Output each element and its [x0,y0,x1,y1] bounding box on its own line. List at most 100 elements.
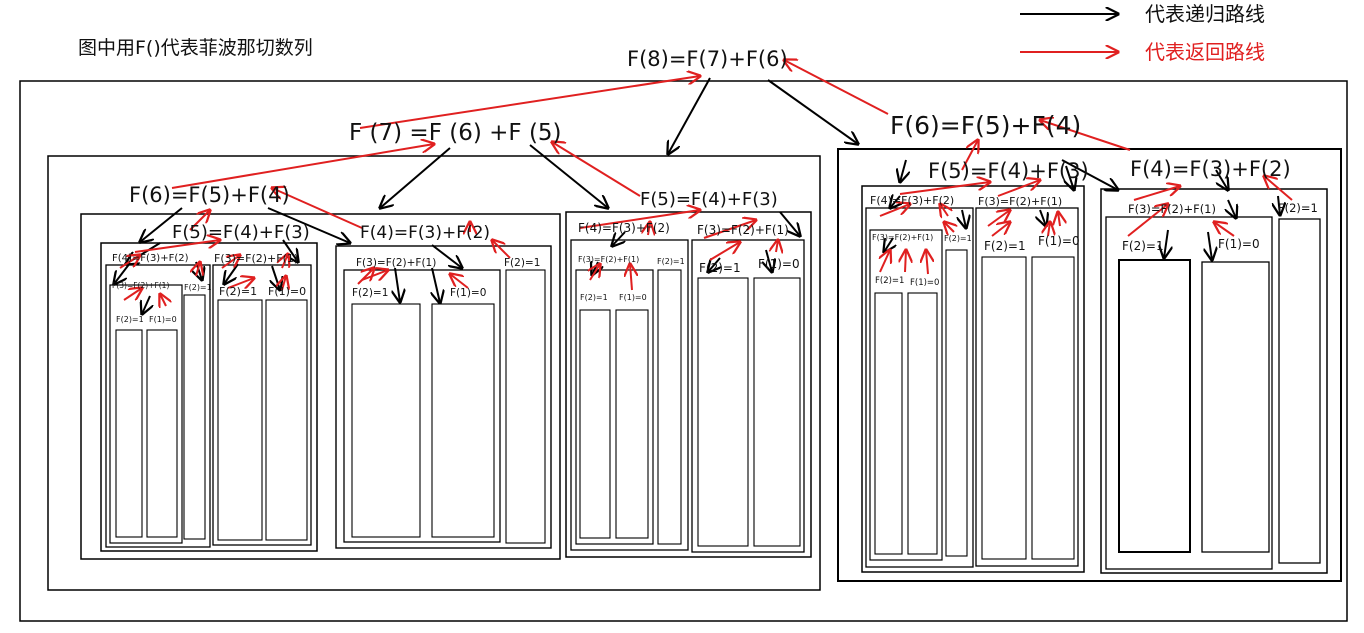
return-arrow [1264,176,1293,201]
return-arrow [630,264,632,291]
node-f4-e: F(4)=F(3)+F(2) [1130,157,1291,181]
return-arrow [450,274,469,289]
node-f2-g: F(2)=1 [984,239,1026,253]
node-f3-d: F(3)=F(2)+F(1) [578,255,639,264]
recursion-arrow [1228,199,1236,218]
box-f4-a [105,264,211,548]
return-arrow [879,204,910,217]
box-f2-f2 [945,249,968,557]
node-f2-a2: F(2)=1 [184,283,212,292]
box-f7 [47,155,821,591]
recursion-arrow [890,196,900,208]
node-f2-c: F(2)=1 [352,287,388,299]
node-f1-e: F(1)=0 [758,257,800,271]
box-f4-b [335,245,552,549]
recursion-arrow [962,209,966,228]
box-f1-g [1031,256,1075,560]
return-arrow [991,222,1010,237]
box-f4-c [570,239,689,551]
return-arrow [359,76,700,129]
recursion-arrow [380,147,451,208]
box-f2-g [981,256,1027,560]
recursion-arrow [1061,159,1118,190]
legend-recursion-label: 代表递归路线 [1145,2,1265,26]
recursion-arrow [612,231,626,246]
node-f3-a: F(3)=F(2)+F(1) [112,281,169,290]
return-arrow [940,204,948,216]
return-arrow [196,262,200,277]
recursion-arrow [766,249,772,272]
box-f2-d [579,309,611,539]
node-f4-d: F(4)=F(3)+F(2) [870,194,954,207]
box-f3-b [212,264,312,546]
node-f2-h2: F(2)=1 [1278,201,1318,215]
box-f4-e [1100,188,1328,574]
return-arrow [648,222,650,235]
node-f6-left: F(6)=F(5)+F(4) [129,183,290,207]
box-f5-c [861,185,1085,573]
box-f3-f [869,229,943,561]
node-f2-e: F(2)=1 [699,261,741,275]
box-f2-d2 [657,269,682,545]
box-f1-a [146,329,178,538]
return-arrow [221,255,240,269]
return-arrow [905,250,906,273]
box-f3-a [109,284,183,544]
node-f2-b: F(2)=1 [219,285,257,298]
node-f1-g: F(1)=0 [1038,234,1080,248]
box-f1-f [907,292,938,555]
node-f2-h: F(2)=1 [1122,239,1164,253]
node-f4-a: F(4)=F(3)+F(2) [112,253,189,264]
box-f1-c [431,303,495,538]
box-f1-h [1201,261,1270,553]
node-f3-b: F(3)=F(2)+F(1) [214,252,298,265]
node-f7: F (7) =F (6) +F (5) [349,120,562,146]
node-f2-d2: F(2)=1 [657,257,685,266]
recursion-arrow [431,244,462,268]
node-f1-h: F(1)=0 [1218,237,1260,251]
return-arrow [1048,222,1050,237]
box-f3-h [1105,216,1273,570]
return-arrow [1133,186,1180,201]
node-f1-a: F(1)=0 [149,315,177,324]
box-f1-b [265,299,308,541]
node-f1-d: F(1)=0 [619,293,647,302]
recursion-arrow [779,211,800,236]
box-f2-h [1118,259,1191,553]
return-arrow [282,254,288,269]
return-arrow [590,264,600,281]
return-arrow [961,140,978,171]
return-arrow [997,180,1040,197]
node-f2-f: F(2)=1 [875,276,904,286]
box-f6-right [837,148,1342,582]
recursion-arrow [900,159,906,182]
node-f2-c2: F(2)=1 [504,257,540,269]
box-f4-d [865,207,974,568]
return-arrow [227,278,254,288]
return-arrow [357,268,374,285]
node-f8: F(8)=F(7)+F(6) [627,47,788,71]
recursion-arrow [432,267,440,303]
box-f2-c [351,303,421,538]
return-arrow [123,288,142,301]
recursion-arrow [142,295,150,314]
return-arrow [189,210,210,231]
return-arrow [579,210,700,229]
recursion-arrow [1040,209,1046,226]
node-labels: F(8)=F(7)+F(6) F (7) =F (6) +F (5) F(6)=… [112,47,1318,324]
recursion-arrow [395,267,400,302]
return-arrow [703,220,756,239]
return-arrow [1058,212,1060,227]
node-f3-e: F(3)=F(2)+F(1) [697,223,789,237]
return-arrows [119,60,1293,306]
return-arrow [987,210,1010,227]
node-f5-right-branch: F(5)=F(4)+F(3) [640,189,778,210]
legend: 代表递归路线 代表返回路线 [1020,2,1265,64]
box-f3-g [975,207,1079,567]
recursion-arrow [1164,229,1168,258]
return-arrow [899,182,990,195]
return-arrow [552,142,641,197]
return-arrow [1214,222,1235,237]
box-f6-left [80,213,561,560]
